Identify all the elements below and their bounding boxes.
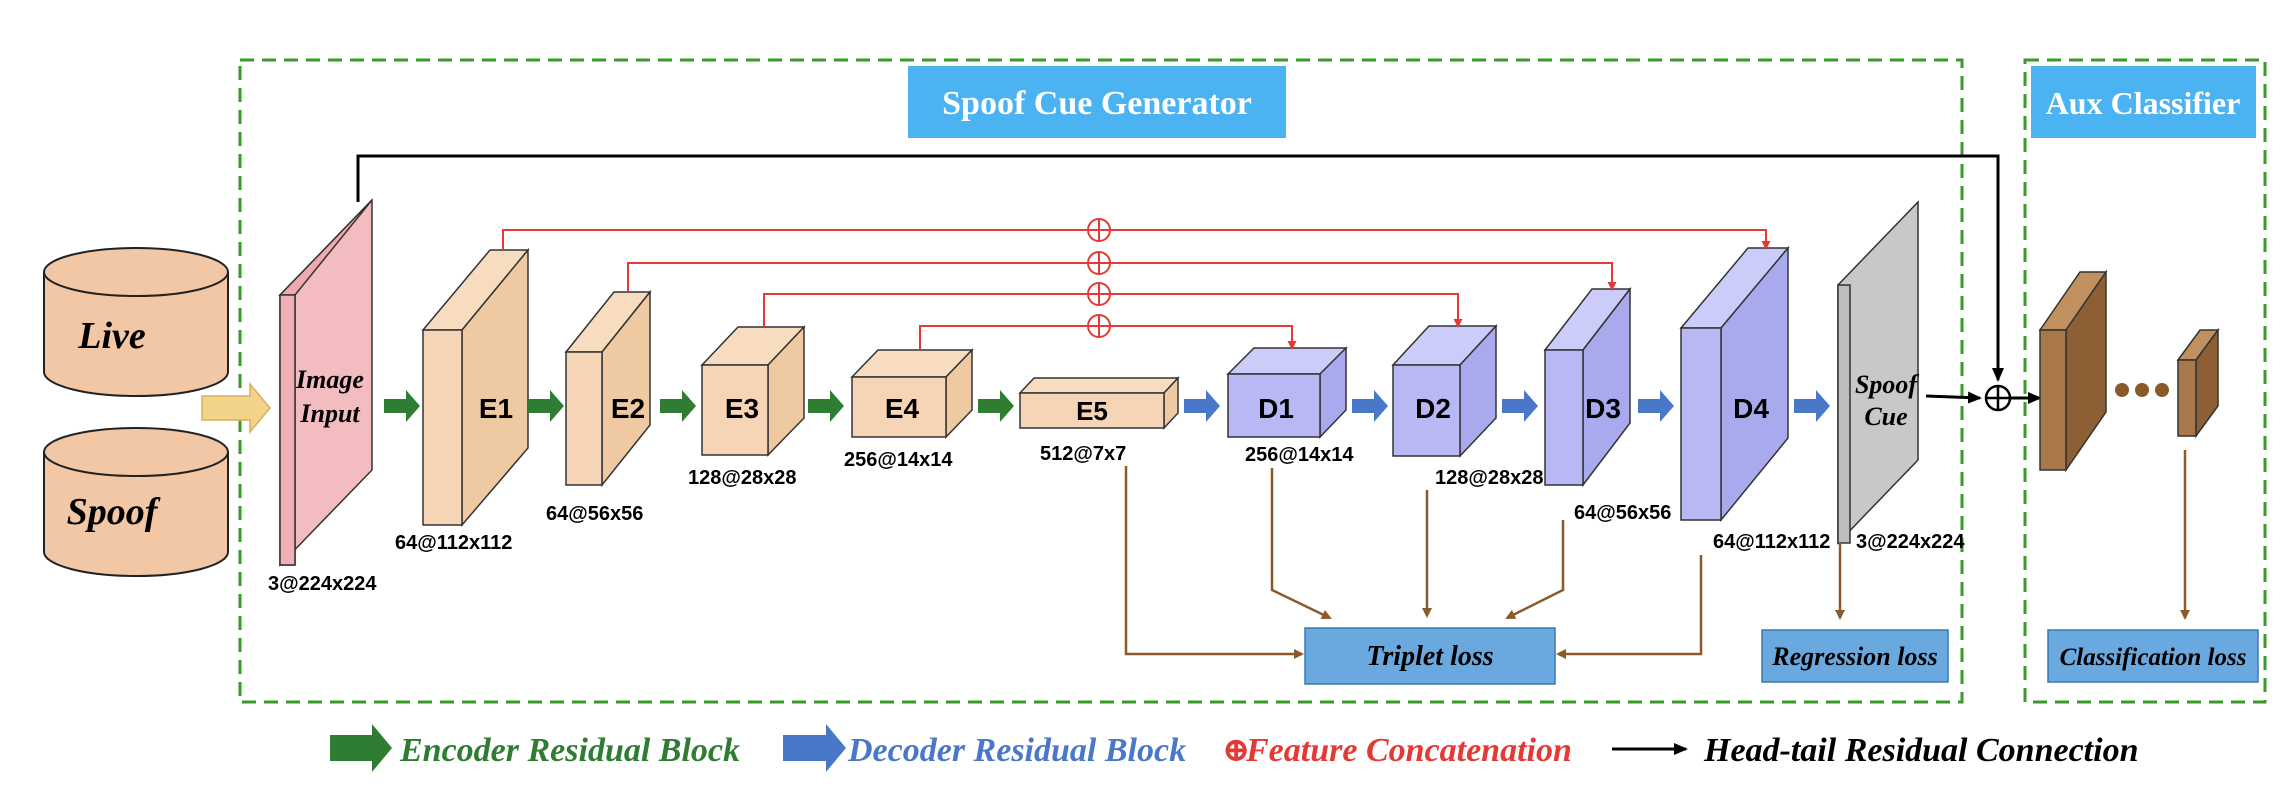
legend-concat-symbol: ⊕ [1222, 732, 1251, 769]
image-input-dims: 3@224x224 [268, 573, 377, 595]
svg-text:Aux Classifier: Aux Classifier [2046, 85, 2241, 121]
input-arrow [201, 381, 271, 435]
d4-dims: 64@112x112 [1713, 531, 1830, 553]
svg-text:Classification loss: Classification loss [2060, 644, 2247, 671]
e1-block: E1 [421, 247, 530, 528]
aux-block-2 [2176, 327, 2220, 439]
spoof-cylinder: Spoof [43, 427, 229, 577]
loss-arrows [1124, 450, 2190, 659]
image-input-block: Image Input [278, 198, 373, 567]
legend-residual-label: Head-tail Residual Connection [1703, 732, 2138, 769]
generator-title: Spoof Cue Generator [908, 66, 1286, 138]
d2-dims: 128@28x28 [1435, 467, 1544, 489]
svg-text:Spoof Cue Generator: Spoof Cue Generator [942, 85, 1252, 122]
aux-title: Aux Classifier [2031, 66, 2256, 138]
legend-encoder-label: Encoder Residual Block [399, 732, 740, 769]
e4-block: E4 [850, 348, 974, 439]
spoof-cue-dims: 3@224x224 [1856, 531, 1965, 553]
svg-text:D4: D4 [1733, 393, 1769, 424]
legend-decoder-arrow [783, 724, 846, 772]
decoder-arrows [1184, 390, 1830, 422]
svg-text:Live: Live [77, 315, 146, 357]
e2-dims: 64@56x56 [546, 503, 643, 525]
legend: Encoder Residual Block Decoder Residual … [330, 724, 2138, 772]
e1-dims: 64@112x112 [395, 532, 512, 554]
aux-border [2023, 58, 2267, 704]
svg-text:Spoof: Spoof [1855, 370, 1919, 399]
e2-block: E2 [564, 289, 652, 488]
svg-text:Input: Input [299, 399, 360, 428]
svg-text:Spoof: Spoof [67, 491, 161, 533]
regression-loss-box: Regression loss [1761, 629, 1949, 683]
legend-concat-label: Feature Concatenation [1245, 732, 1572, 769]
d1-dims: 256@14x14 [1245, 444, 1354, 466]
e4-dims: 256@14x14 [844, 449, 953, 471]
d4-block: D4 [1679, 245, 1790, 523]
d3-block: D3 [1543, 286, 1632, 488]
svg-text:Triplet loss: Triplet loss [1366, 641, 1493, 672]
add-symbol [1984, 384, 2012, 412]
svg-text:E1: E1 [479, 393, 513, 424]
e5-block: E5 [1018, 376, 1180, 430]
svg-text:D2: D2 [1415, 393, 1451, 424]
legend-encoder-arrow [330, 724, 392, 772]
classification-loss-box: Classification loss [2047, 629, 2259, 683]
spoof-cue-block: Spoof Cue [1837, 200, 1919, 545]
svg-text:Regression loss: Regression loss [1771, 642, 1937, 671]
svg-text:D1: D1 [1258, 393, 1294, 424]
d1-block: D1 [1226, 346, 1348, 439]
svg-text:Cue: Cue [1864, 402, 1907, 431]
aux-ellipsis [2115, 383, 2169, 397]
generator-border [238, 58, 1964, 704]
encoder-arrows [384, 390, 1014, 422]
e3-dims: 128@28x28 [688, 467, 797, 489]
residual-connection [356, 154, 2004, 382]
svg-text:E3: E3 [725, 393, 759, 424]
svg-text:E5: E5 [1076, 396, 1108, 426]
svg-text:E4: E4 [885, 393, 920, 424]
legend-decoder-label: Decoder Residual Block [847, 732, 1186, 769]
d3-dims: 64@56x56 [1574, 502, 1671, 524]
aux-block-1 [2038, 269, 2108, 473]
triplet-loss-box: Triplet loss [1304, 627, 1556, 685]
svg-text:D3: D3 [1585, 393, 1621, 424]
spoof-cue-to-add [1925, 391, 1982, 404]
live-cylinder: Live [43, 247, 229, 397]
e5-dims: 512@7x7 [1040, 443, 1126, 465]
svg-text:E2: E2 [611, 393, 645, 424]
e3-block: E3 [700, 325, 806, 457]
concat-symbols [1087, 218, 1111, 338]
d2-block: D2 [1391, 324, 1498, 458]
svg-text:Image: Image [295, 365, 364, 394]
